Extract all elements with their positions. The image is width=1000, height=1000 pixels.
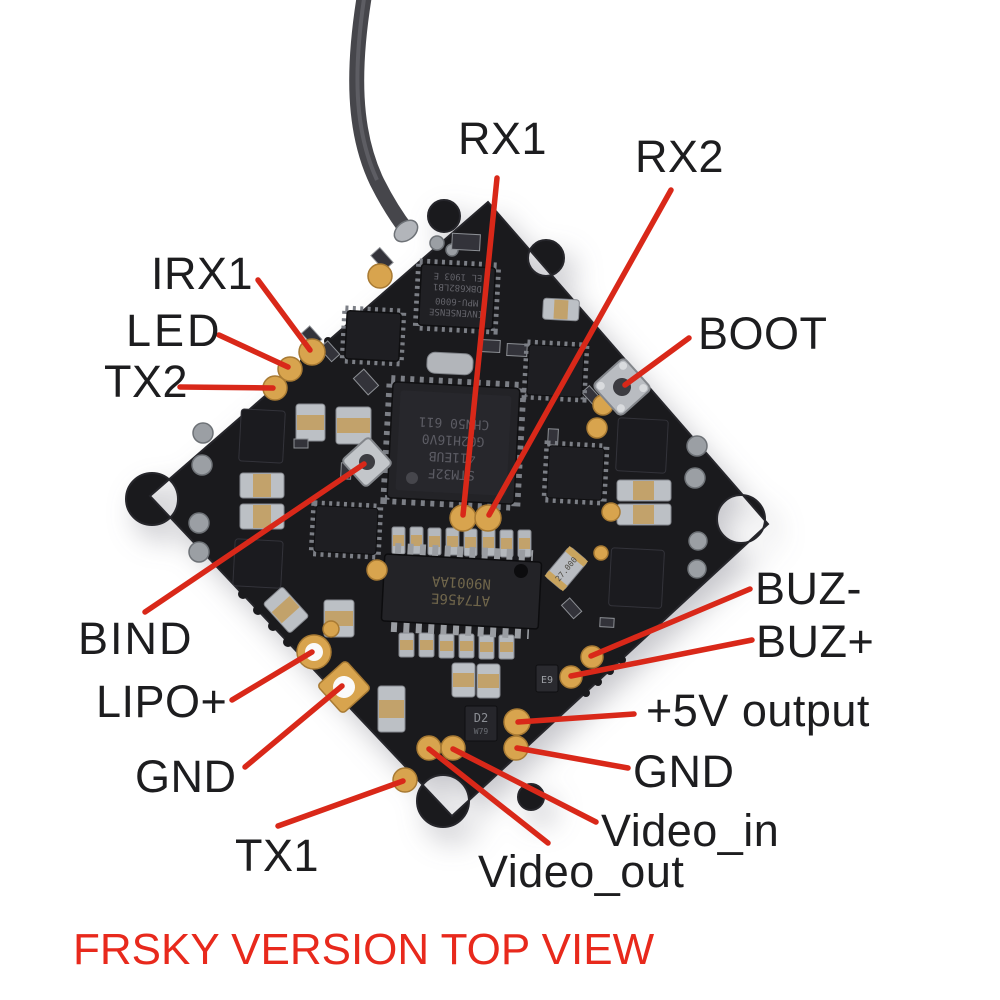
svg-text:E9: E9: [541, 675, 553, 686]
antenna-wire: [349, 0, 416, 240]
line-bind: [142, 461, 367, 615]
line-irx1: [255, 277, 313, 353]
line-gnd-left: [242, 683, 345, 770]
via: [366, 559, 388, 581]
svg-text:W79: W79: [474, 727, 489, 736]
line-led: [216, 332, 291, 370]
capacitors: [239, 297, 672, 733]
via: [586, 417, 608, 439]
small-passives: [293, 232, 615, 628]
transistor-e9: E9: [535, 664, 559, 693]
line-buz-plus: [568, 637, 755, 679]
mcu-marking-2: 411EUB: [428, 448, 476, 465]
boot-button[interactable]: [592, 357, 651, 416]
line-boot: [622, 335, 692, 388]
via: [593, 545, 609, 561]
annotation-lines: [142, 175, 755, 846]
diode-d2: D2 W79: [464, 705, 498, 742]
pin-label-led: LED: [126, 305, 223, 356]
crystals: 27.000: [426, 351, 589, 592]
pin-label-bind: BIND: [78, 613, 194, 664]
antenna-solder-joint: [393, 219, 419, 243]
pin-label-tx1: TX1: [235, 830, 320, 881]
osd-chip: AT7456E N9001AA: [380, 542, 543, 640]
pin-label-rx1: RX1: [458, 113, 548, 164]
bind-button[interactable]: [342, 437, 393, 488]
osd-marking-1: AT7456E: [431, 589, 491, 608]
line-rx1: [460, 175, 500, 518]
osd-marking-2: N9001AA: [431, 572, 491, 591]
mcu-chip: STM32F 411EUB G02H16V0 CHN50 611: [380, 374, 527, 512]
pin-label-gnd-left: GND: [135, 751, 237, 802]
mcu-marking-1: STM32F: [427, 465, 475, 482]
line-tx2: [177, 384, 276, 391]
caption-version-top-view: FRSKY VERSION TOP VIEW: [73, 925, 655, 974]
line-video-in: [450, 746, 599, 825]
line-rx2: [486, 187, 674, 518]
imu-marking-1: INVENSENSE: [429, 306, 484, 319]
imu-marking-2: MPU-6000: [435, 295, 479, 307]
pin-label-tx2: TX2: [104, 356, 189, 407]
pin-label-video-in: Video_in: [601, 805, 780, 856]
imu-marking-4: EL 1903 E: [433, 270, 482, 283]
pin-label-irx1: IRX1: [151, 248, 254, 299]
line-gnd-right: [514, 745, 631, 771]
flash-chip: [339, 305, 407, 367]
pin-label-video-out: Video_out: [478, 846, 685, 897]
imu-marking-3: DBK682LB1: [433, 281, 482, 294]
via: [367, 263, 393, 289]
pin-label-gnd-right: GND: [633, 746, 735, 797]
solder-blobs: [188, 219, 708, 579]
pin-label-buz-plus: BUZ+: [756, 616, 875, 667]
line-tx1: [275, 778, 406, 829]
line-lipo: [229, 649, 315, 703]
via: [601, 502, 621, 522]
pin-label-rx2: RX2: [635, 131, 725, 182]
imu-chip: INVENSENSE MPU-6000 DBK682LB1 EL 1903 E: [412, 258, 502, 335]
pin-label-buz-minus: BUZ-: [755, 563, 862, 614]
line-5v: [515, 711, 637, 725]
line-buz-minus: [588, 586, 753, 659]
svg-text:D2: D2: [474, 711, 488, 725]
pin-label-lipo: LIPO+: [96, 676, 228, 727]
line-video-out: [426, 746, 551, 846]
pin-label-5v-output: +5V output: [646, 685, 870, 736]
pin-label-boot: BOOT: [698, 308, 828, 359]
pad-rx2: [474, 504, 502, 532]
